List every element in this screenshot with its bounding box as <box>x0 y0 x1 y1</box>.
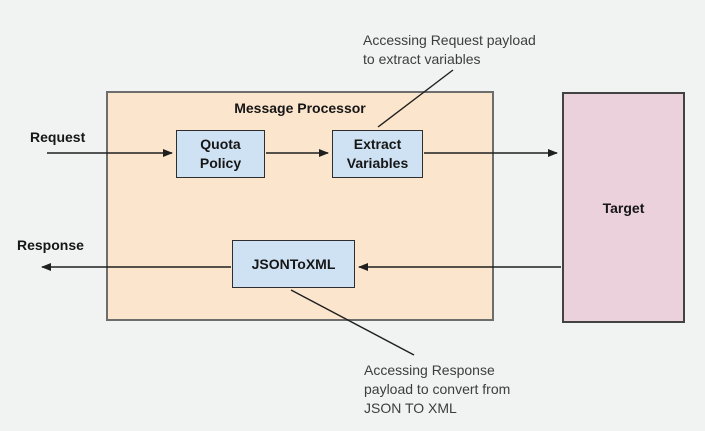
request-label: Request <box>30 129 86 145</box>
message-processor-title: Message Processor <box>234 100 366 116</box>
target-box: Target <box>562 92 685 323</box>
response-payload-annotation: Accessing Response payload to convert fr… <box>364 362 511 416</box>
target-label: Target <box>602 199 645 216</box>
request-payload-annotation: Accessing Request payload to extract var… <box>363 32 536 67</box>
extract-variables-node: Extract Variables <box>332 130 423 178</box>
json-to-xml-node: JSONToXML <box>232 240 355 288</box>
quota-policy-node: Quota Policy <box>176 130 265 178</box>
response-label: Response <box>17 237 84 253</box>
